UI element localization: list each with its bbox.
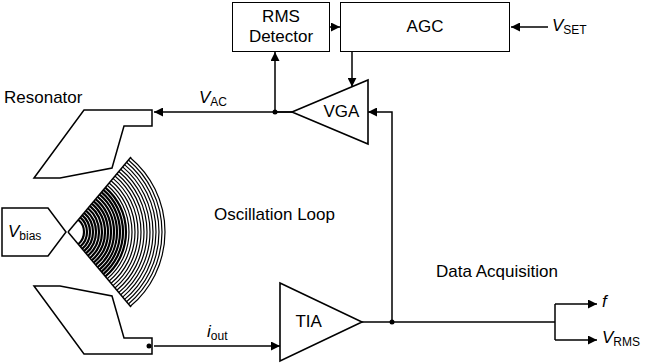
node-label: AGC bbox=[407, 17, 444, 37]
signal-name: iout bbox=[206, 322, 228, 342]
f-output bbox=[555, 303, 597, 305]
resonator-comb bbox=[68, 157, 165, 307]
triangle-outline bbox=[292, 80, 368, 144]
section-label: Data Acquisition bbox=[436, 262, 558, 282]
comb-finger bbox=[123, 167, 153, 297]
comb-finger bbox=[80, 217, 87, 246]
comb-finger bbox=[117, 174, 144, 290]
vset-wire bbox=[511, 26, 548, 28]
signal-name: VAC bbox=[198, 88, 228, 108]
comb-finger bbox=[121, 169, 150, 295]
comb-finger bbox=[99, 194, 117, 269]
comb-finger bbox=[107, 185, 129, 278]
node-label: TIA bbox=[295, 312, 321, 332]
data-wire bbox=[554, 304, 556, 340]
node-label: RMS Detector bbox=[233, 7, 329, 46]
rms-output bbox=[555, 339, 597, 341]
node-label: Resonator bbox=[4, 88, 154, 108]
detector-box: RMS Detector bbox=[232, 2, 330, 52]
comb-finger bbox=[130, 158, 165, 307]
loop-label: Oscillation Loop bbox=[214, 205, 335, 225]
output-name: f bbox=[602, 292, 607, 312]
sense-pin bbox=[147, 344, 152, 349]
triangle-outline bbox=[280, 283, 362, 361]
signal-wire bbox=[351, 52, 353, 87]
signal-wire bbox=[154, 111, 292, 113]
signal-wire bbox=[275, 52, 292, 112]
sense-electrode bbox=[34, 286, 152, 354]
bias-electrode bbox=[2, 208, 66, 256]
comb-finger bbox=[126, 162, 159, 301]
node-label: VGA bbox=[323, 102, 359, 122]
agc-box: AGC bbox=[340, 2, 510, 52]
signal-name: Vbias bbox=[8, 222, 41, 242]
comb-finger bbox=[78, 220, 84, 245]
drive-electrode bbox=[34, 110, 152, 178]
output-name: VRMS bbox=[602, 328, 640, 348]
amplifier-triangle: VGA bbox=[292, 80, 368, 144]
comb-finger bbox=[103, 190, 123, 274]
signal-wire bbox=[154, 345, 280, 347]
comb-spine bbox=[68, 157, 131, 232]
comb-finger bbox=[119, 171, 147, 292]
resonator-region: Resonator bbox=[4, 88, 154, 356]
signal-name: VSET bbox=[552, 16, 587, 36]
comb-finger bbox=[128, 160, 162, 304]
amplifier-triangle: TIA bbox=[280, 283, 362, 361]
comb-finger bbox=[101, 192, 120, 272]
comb-finger bbox=[82, 215, 90, 249]
comb-finger bbox=[105, 188, 126, 277]
comb-spine bbox=[68, 232, 131, 307]
comb-finger bbox=[125, 165, 156, 300]
data-wire bbox=[392, 321, 555, 323]
signal-wire bbox=[330, 26, 340, 28]
